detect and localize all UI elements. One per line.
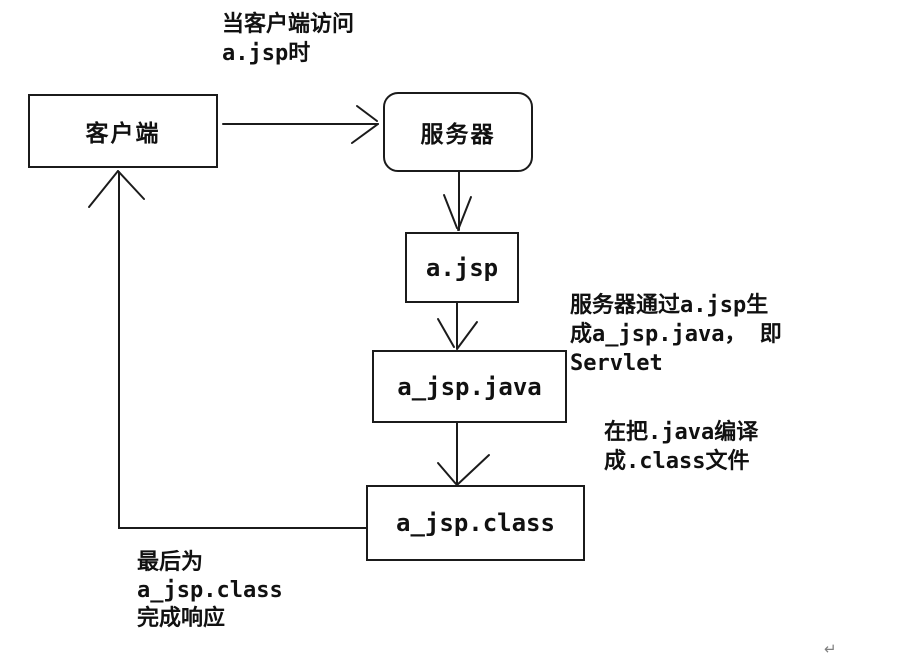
class-file-node-label: a_jsp.class (396, 509, 555, 537)
annotation-line: 当客户端访问 (222, 12, 355, 37)
annotation-compile-class: 在把.java编译 成.class文件 (604, 418, 758, 476)
annotation-line: 成a_jsp.java， 即 (570, 322, 782, 347)
server-node: 服务器 (383, 92, 533, 172)
arrow-java-to-class (437, 422, 490, 486)
annotation-line: a_jsp.class (137, 578, 283, 603)
annotation-line: 最后为 (137, 550, 204, 575)
client-node: 客户端 (28, 94, 218, 168)
annotation-line: 成.class文件 (604, 449, 750, 474)
arrow-client-to-server (222, 105, 379, 144)
annotation-line: 完成响应 (137, 606, 226, 631)
annotation-line: 服务器通过a.jsp生 (570, 293, 769, 318)
annotation-complete-response: 最后为 a_jsp.class 完成响应 (137, 549, 283, 633)
jsp-file-node: a.jsp (405, 232, 519, 303)
annotation-generate-servlet: 服务器通过a.jsp生 成a_jsp.java， 即 Servlet (570, 291, 782, 378)
java-file-node-label: a_jsp.java (397, 372, 542, 401)
arrow-class-return-to-client (88, 170, 367, 529)
annotation-line: Servlet (570, 351, 663, 376)
java-file-node: a_jsp.java (372, 350, 567, 423)
jsp-file-node-label: a.jsp (425, 253, 499, 282)
client-node-label: 客户端 (85, 120, 161, 146)
annotation-line: 在把.java编译 (604, 420, 759, 445)
annotation-line: a.jsp时 (222, 41, 311, 66)
annotation-client-access: 当客户端访问 a.jsp时 (222, 10, 354, 68)
arrow-jsp-to-java (437, 302, 478, 350)
server-node-label: 服务器 (420, 121, 496, 147)
class-file-node: a_jsp.class (366, 485, 585, 561)
paragraph-return-icon: ↵ (824, 640, 837, 658)
arrow-server-to-jsp (443, 171, 472, 231)
